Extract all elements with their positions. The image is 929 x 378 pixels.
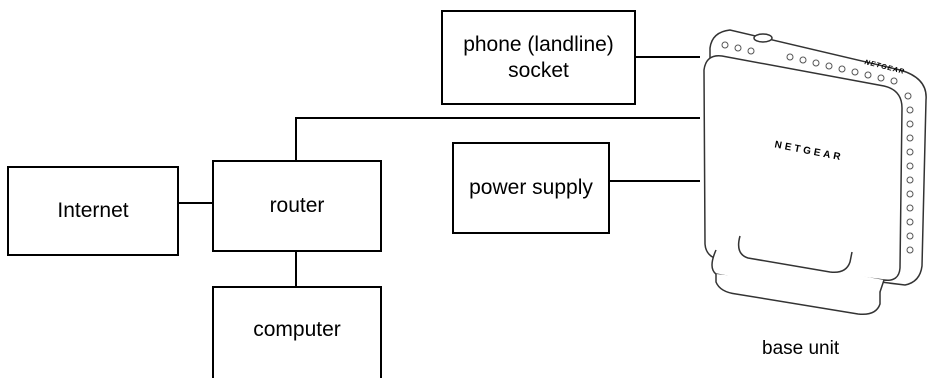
phone-socket-box: phone (landline) socket [441, 10, 636, 105]
base-unit-label: base unit [762, 338, 840, 359]
router-box: router [212, 160, 382, 252]
diagram-canvas [179, 29, 927, 316]
phone-socket-label-line2: socket [508, 58, 569, 82]
power-supply-box: power supply [452, 142, 610, 234]
computer-label: computer [253, 318, 341, 341]
base-unit-device [703, 29, 927, 316]
power-supply-label: power supply [469, 176, 593, 199]
computer-box: computer [212, 286, 382, 378]
phone-socket-label-line1: phone (landline) [463, 32, 614, 56]
line-router-base-unit [295, 117, 700, 160]
connector-lines [179, 56, 700, 288]
router-label: router [269, 194, 325, 217]
internet-label: Internet [57, 199, 129, 222]
internet-box: Internet [7, 166, 179, 256]
